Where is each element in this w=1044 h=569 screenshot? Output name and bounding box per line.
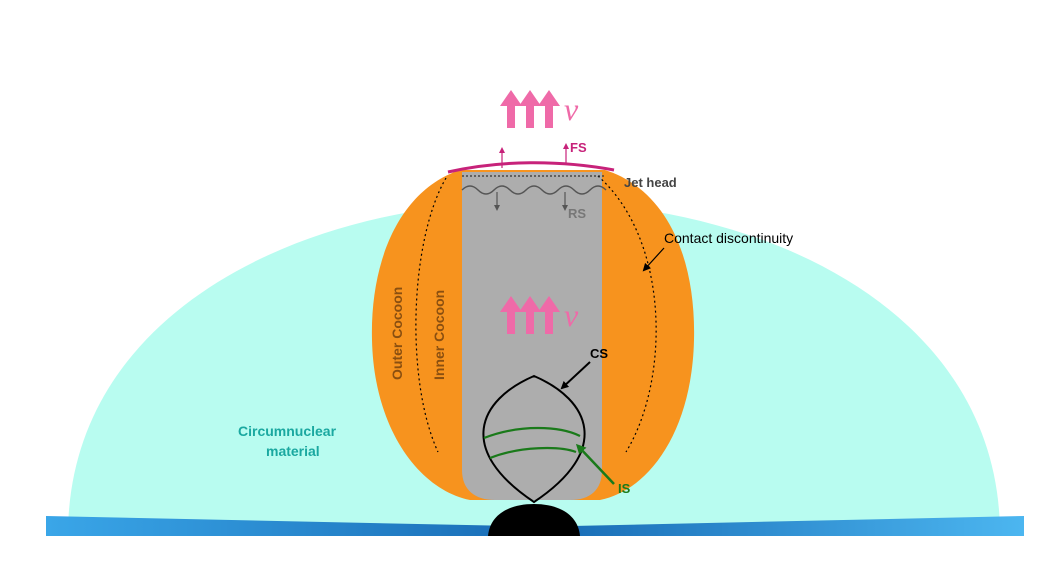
- black-hole-icon: [488, 504, 580, 536]
- internal-shock-1: [483, 426, 581, 440]
- jet-head-label: Jet head: [624, 175, 677, 190]
- disk-left: [46, 516, 512, 536]
- neutrino-arrows-middle: [500, 296, 560, 334]
- rs-label: RS: [568, 206, 586, 221]
- cs-pointer: [560, 361, 591, 390]
- circumnuclear-label-line1: Circumnuclear: [238, 423, 337, 439]
- up-arrow-icon: [519, 90, 541, 128]
- up-arrow-icon: [538, 90, 560, 128]
- outer-cocoon-label: Outer Cocoon: [389, 287, 405, 380]
- contact-discontinuity-label: Contact discontinuity: [664, 230, 793, 246]
- up-arrow-icon: [500, 296, 522, 334]
- up-arrow-icon: [538, 296, 560, 334]
- disk-right: [572, 516, 1024, 536]
- is-pointer: [575, 443, 615, 485]
- contact-discontinuity-right: [597, 175, 657, 453]
- forward-shock: [447, 161, 615, 174]
- neutrino-label-top: ν: [564, 91, 579, 127]
- fs-label: FS: [570, 140, 587, 155]
- collimation-shock: [482, 374, 586, 504]
- cs-label: CS: [590, 346, 608, 361]
- neutrino-arrows-top: [500, 90, 560, 128]
- jet-body: [462, 172, 602, 500]
- circumnuclear-label-line2: material: [266, 443, 320, 459]
- neutrino-label-middle: ν: [564, 297, 579, 333]
- up-arrow-icon: [500, 90, 522, 128]
- internal-shock-2: [489, 446, 577, 460]
- inner-cocoon-label: Inner Cocoon: [431, 290, 447, 380]
- inner-cocoon-boundary-left: [415, 177, 447, 453]
- reverse-shock: [461, 185, 607, 195]
- contact-discontinuity-pointer: [642, 247, 665, 272]
- is-label: IS: [618, 481, 631, 496]
- up-arrow-icon: [519, 296, 541, 334]
